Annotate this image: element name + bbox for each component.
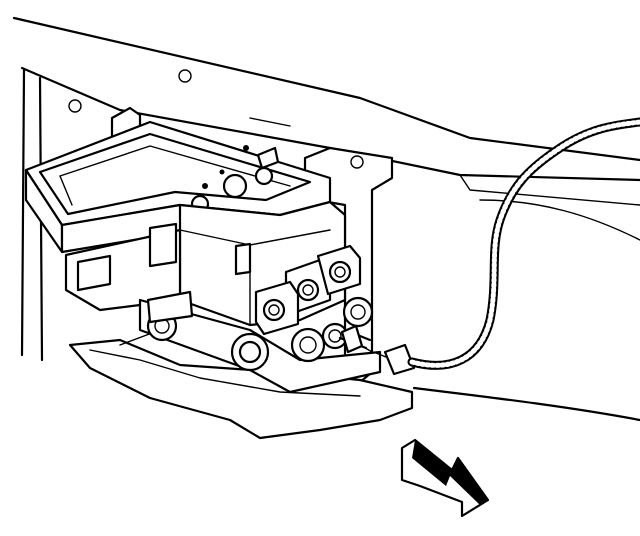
harness-connector (383, 343, 416, 376)
hydraulic-modulator (64, 200, 382, 394)
arrow-icon (400, 438, 490, 518)
wiring-harness (338, 117, 640, 376)
